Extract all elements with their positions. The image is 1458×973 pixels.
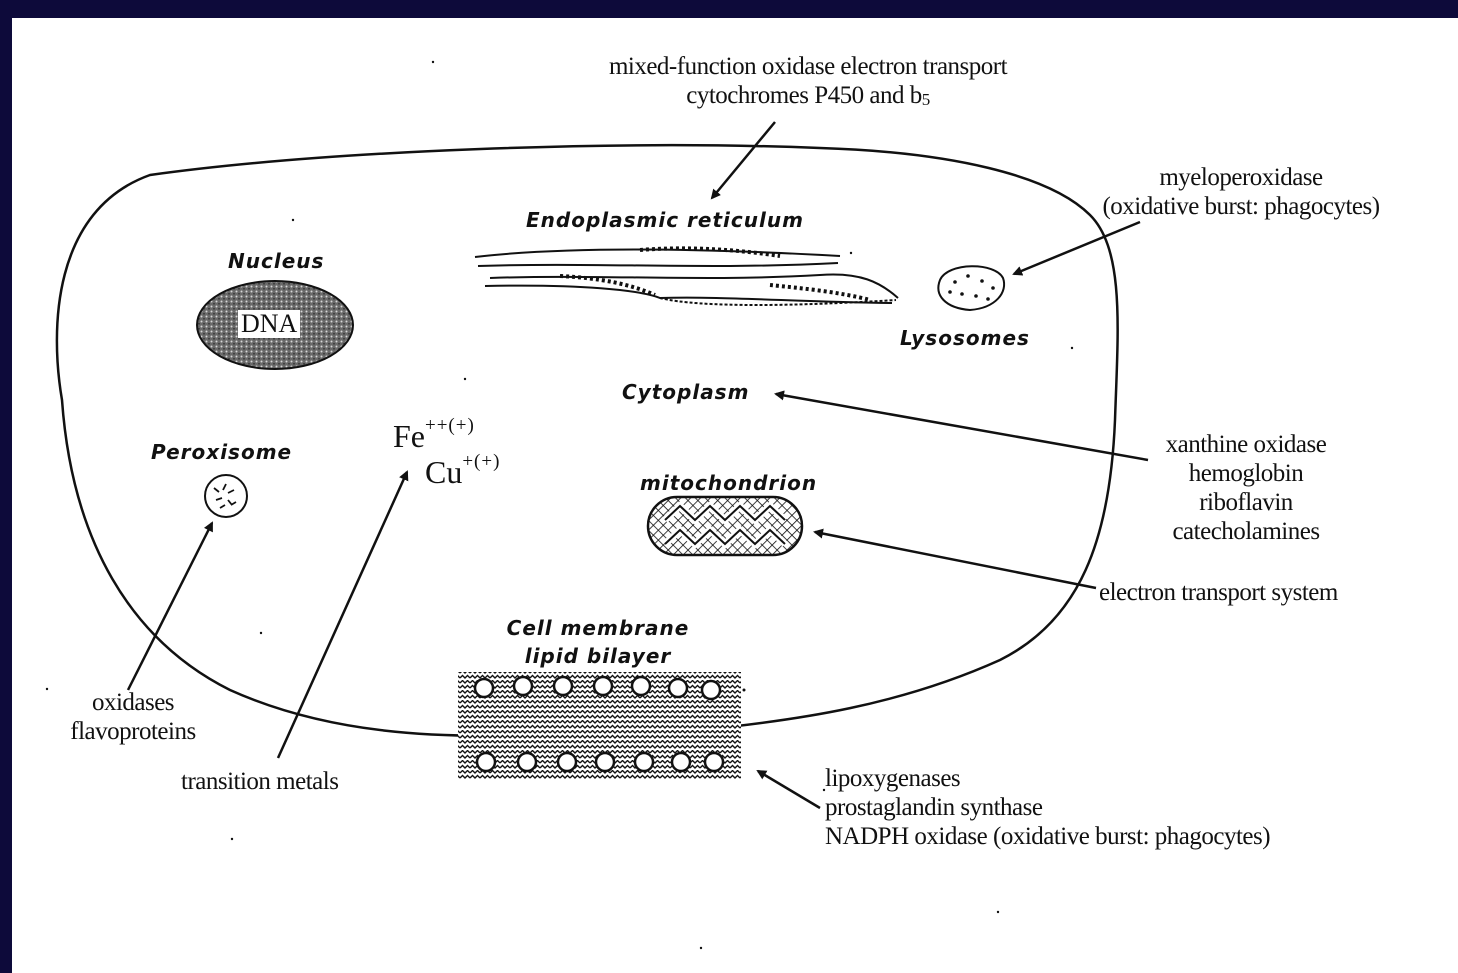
myeloperoxidase-line1: myeloperoxidase: [1070, 163, 1412, 192]
er-source-subscript: 5: [922, 90, 930, 109]
arrow-to-metals: [278, 472, 407, 758]
iron-charge: ++(+): [425, 415, 475, 436]
arrow-to-cytoplasm: [776, 394, 1148, 460]
lysosomes-label: Lysosomes: [900, 326, 1030, 350]
er-source-line1: mixed-function oxidase electron transpor…: [555, 52, 1061, 81]
er-source-line2: cytochromes P450 and b5: [555, 81, 1061, 112]
peroxisome-sources-label: oxidases flavoproteins: [48, 688, 218, 746]
peroxisome-shape: [205, 475, 247, 517]
iron-ion-label: Fe++(+): [393, 418, 475, 455]
copper-charge: +(+): [462, 451, 500, 472]
cytoplasm-source-4: catecholamines: [1140, 517, 1352, 546]
cytoplasm-source-3: riboflavin: [1140, 488, 1352, 517]
cytoplasm-source-1: xanthine oxidase: [1140, 430, 1352, 459]
copper-symbol: Cu: [425, 454, 462, 490]
arrow-to-membrane: [758, 771, 820, 808]
lipid-bilayer-shape: [458, 672, 741, 780]
membrane-sources-label: lipoxygenases prostaglandin synthase NAD…: [825, 764, 1270, 851]
endoplasmic-reticulum-shape: [475, 248, 898, 305]
peroxisome-source-1: oxidases: [48, 688, 218, 717]
iron-symbol: Fe: [393, 418, 425, 454]
cytoplasm-source-2: hemoglobin: [1140, 459, 1352, 488]
lysosome-shape: [938, 266, 1004, 310]
cytoplasm-sources-label: xanthine oxidase hemoglobin riboflavin c…: [1140, 430, 1352, 546]
myeloperoxidase-label: myeloperoxidase (oxidative burst: phagoc…: [1070, 163, 1412, 221]
electron-transport-label: electron transport system: [1099, 578, 1338, 607]
er-source-line2-text: cytochromes P450 and b: [686, 82, 921, 109]
mitochondrion-shape: [648, 497, 802, 555]
mitochondrion-label: mitochondrion: [640, 471, 817, 495]
arrow-to-lysosome: [1014, 222, 1140, 274]
membrane-source-2: prostaglandin synthase: [825, 793, 1270, 822]
copper-ion-label: Cu+(+): [425, 454, 500, 491]
cell-membrane-line1: Cell membrane: [488, 614, 708, 642]
peroxisome-label: Peroxisome: [151, 440, 292, 464]
er-source-label: mixed-function oxidase electron transpor…: [555, 52, 1061, 112]
arrow-to-er: [712, 122, 775, 198]
membrane-source-3: NADPH oxidase (oxidative burst: phagocyt…: [825, 822, 1270, 851]
membrane-source-1: lipoxygenases: [825, 764, 1270, 793]
myeloperoxidase-line2: (oxidative burst: phagocytes): [1070, 192, 1412, 221]
dna-label: DNA: [238, 310, 300, 338]
cell-membrane-label: Cell membrane lipid bilayer: [488, 614, 708, 670]
transition-metals-label: transition metals: [181, 767, 338, 796]
er-label: Endoplasmic reticulum: [526, 208, 804, 232]
cell-membrane-line2: lipid bilayer: [488, 642, 708, 670]
peroxisome-source-2: flavoproteins: [48, 717, 218, 746]
nucleus-label: Nucleus: [228, 249, 324, 273]
arrow-to-peroxisome: [128, 523, 212, 690]
cytoplasm-label: Cytoplasm: [622, 380, 749, 404]
arrow-to-mitochondrion: [815, 532, 1096, 588]
